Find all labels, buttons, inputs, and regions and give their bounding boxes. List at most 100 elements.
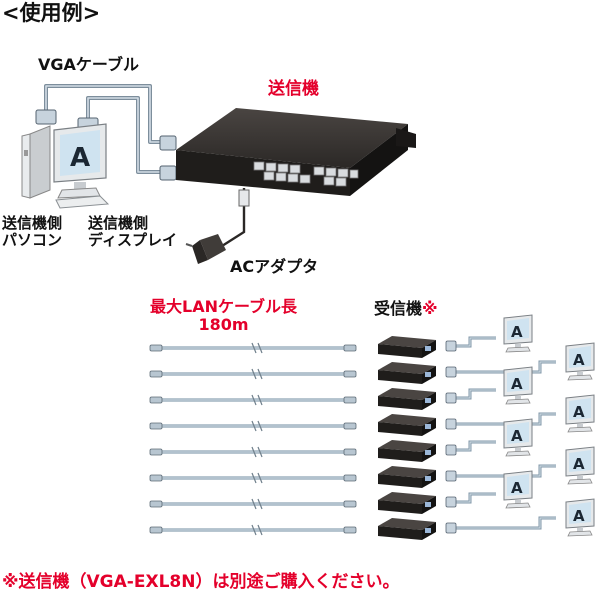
rx-monitor-screen [507,422,529,444]
rx-monitor-neck [515,500,521,504]
screen-letter: A [511,323,523,341]
page-title: <使用例> [2,1,101,25]
rx-monitor-stand [567,426,593,433]
receiver-front [378,448,422,462]
rx-monitor-stand [505,346,531,353]
receiver-top [378,414,436,426]
lan-plug [149,370,163,378]
rx-monitor-screen [569,346,591,368]
rx-monitor-neck [515,448,521,452]
lan-plug [343,344,357,352]
lan-plug [343,526,357,534]
rx-monitor-neck [515,344,521,348]
rx-monitor-neck [577,424,583,428]
vga-connector [445,392,457,404]
lan-max-length-line2: 180m [198,314,249,334]
lan-plug [343,422,357,430]
receiver-front [378,344,422,358]
rx-monitor-stand [505,502,531,509]
transmitter-label: 送信機 [268,79,319,99]
vga-connector [445,470,457,482]
ac-adapter-label: ACアダプタ [230,257,319,276]
transmitter-box [176,108,416,196]
cable-break-mark [251,368,263,380]
screen-letter: A [511,375,523,393]
lan-cables [149,342,357,536]
receiver-top [378,362,436,374]
cable-break-mark [251,472,263,484]
vga-cable-highlight [448,493,496,503]
receiver-front [378,474,422,488]
receiver-port [425,502,431,507]
receiver-top [378,388,436,400]
rx-monitor-screen [507,370,529,392]
cable-break-mark [251,498,263,510]
rx-monitor-neck [577,528,583,532]
tx-pc-label-line2: パソコン [2,230,63,249]
receiver-note-mark: ※ [422,299,438,318]
vga-cable-highlight [448,441,496,451]
rx-monitor-neck [577,372,583,376]
receiver-top [378,440,436,452]
rx-monitor-screen [569,502,591,524]
vga-connector [445,522,457,534]
vga-connector [445,418,457,430]
lan-plug [343,448,357,456]
screen-letter: A [573,403,585,421]
rx-monitor-stand [505,398,531,405]
receiver-port [425,346,431,351]
rx-monitor-stand [567,530,593,537]
tx-monitor: A [53,123,107,199]
screen-letter: A [511,427,523,445]
lan-plug [149,396,163,404]
screen-letter: A [573,455,585,473]
lan-max-length-label: 最大LANケーブル長 180m [150,298,297,333]
tx-display-label: 送信機側 ディスプレイ [88,215,177,248]
rx-monitor-screen [507,474,529,496]
receiver-front [378,370,422,384]
receivers [378,336,436,540]
ac-adapter [185,188,250,264]
cable-break-mark [251,420,263,432]
receiver-label-text: 受信機 [374,299,423,318]
rx-monitor-stand [567,478,593,485]
lan-plug [343,396,357,404]
lan-plug [343,474,357,482]
lan-ports [253,161,359,187]
lan-plug [149,500,163,508]
receiver-top [378,492,436,504]
vga-connector [445,444,457,456]
vga-cable-highlight [448,361,556,373]
vga-cable-highlight [448,465,556,477]
receiver-front [378,500,422,514]
vga-connector [445,366,457,378]
vga-cable-highlight [448,337,496,347]
purchase-note: ※送信機（VGA-EXL8N）は別途ご購入ください。 [2,572,400,592]
lan-plug [149,344,163,352]
lan-plug [149,448,163,456]
vga-cable-highlight [448,413,556,425]
vga-cable-highlight [448,389,496,399]
screen-letter: A [511,479,523,497]
receiver-top [378,518,436,530]
receiver-front [378,526,422,540]
lan-plug [343,500,357,508]
receiver-port [425,424,431,429]
receiver-port [425,450,431,455]
vga-cable-label: VGAケーブル [38,55,139,74]
cable-break-mark [251,342,263,354]
lan-plug [343,370,357,378]
receiver-front [378,396,422,410]
screen-letter: A [573,507,585,525]
rx-monitor-stand [505,450,531,457]
receiver-port [425,398,431,403]
screen-letter: A [70,143,90,173]
receiver-top [378,336,436,348]
receiver-label: 受信機※ [374,300,438,318]
lan-plug [149,474,163,482]
vga-connector [445,340,457,352]
tx-pc-label: 送信機側 パソコン [2,215,62,248]
receiver-port [425,476,431,481]
